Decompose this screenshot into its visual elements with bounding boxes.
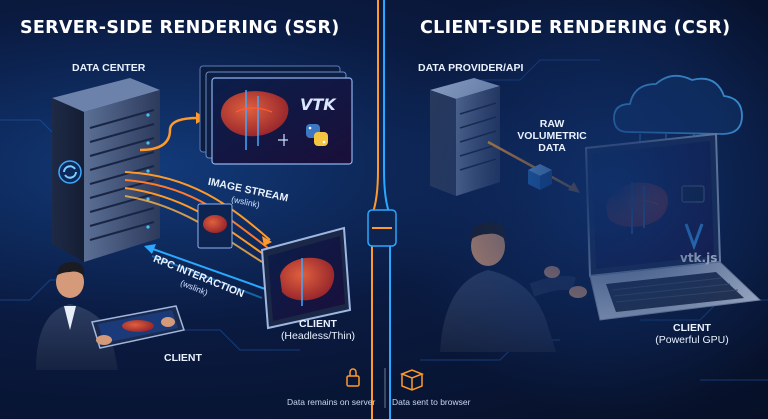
thin-client-sub: (Headless/Thin) [280, 330, 356, 342]
stream-frame [197, 203, 233, 249]
server-emblem-icon [58, 160, 82, 184]
csr-laptop [584, 132, 762, 321]
python-logo-icon [306, 124, 328, 146]
vtk-render-panel [199, 65, 353, 165]
raw-line-2: VOLUMETRIC [517, 130, 587, 142]
rpc-arrow [144, 244, 269, 299]
data-center-label: DATA CENTER [72, 62, 146, 74]
data-center-server [52, 78, 160, 262]
box-icon [399, 369, 425, 391]
render-arrow [139, 116, 199, 152]
thin-client-title: CLIENT [299, 318, 337, 330]
vtk-logo-text: VTK [300, 95, 337, 114]
raw-data-label: RAW VOLUMETRIC DATA [512, 118, 592, 154]
client-left-label: CLIENT [164, 352, 202, 364]
thin-client-tablet [260, 226, 352, 330]
provider-label: DATA PROVIDER/API [418, 62, 524, 74]
ssr-user [36, 262, 185, 370]
data-cube-icon [528, 164, 552, 190]
csr-user [440, 222, 587, 352]
csr-title: CLIENT-SIDE RENDERING (CSR) [420, 18, 731, 38]
center-divider [367, 0, 397, 419]
circuit-lines [0, 59, 768, 381]
csr-client-title: CLIENT [673, 322, 711, 334]
lock-icon [346, 368, 360, 387]
csr-client-sub: (Powerful GPU) [655, 334, 729, 346]
browser-note: Data sent to browser [392, 397, 471, 407]
server-note: Data remains on server [287, 397, 376, 407]
thin-client-label: CLIENT (Headless/Thin) [270, 318, 366, 342]
data-arrow [487, 140, 573, 190]
raw-line-1: RAW [539, 118, 565, 130]
csr-client-label: CLIENT (Powerful GPU) [640, 322, 744, 346]
raw-line-3: DATA [538, 142, 566, 154]
vtkjs-v-icon [684, 223, 704, 251]
vtkjs-logo-text: vtk.js [680, 251, 717, 265]
ssr-title: SERVER-SIDE RENDERING (SSR) [20, 18, 340, 38]
data-provider-server [430, 78, 500, 196]
